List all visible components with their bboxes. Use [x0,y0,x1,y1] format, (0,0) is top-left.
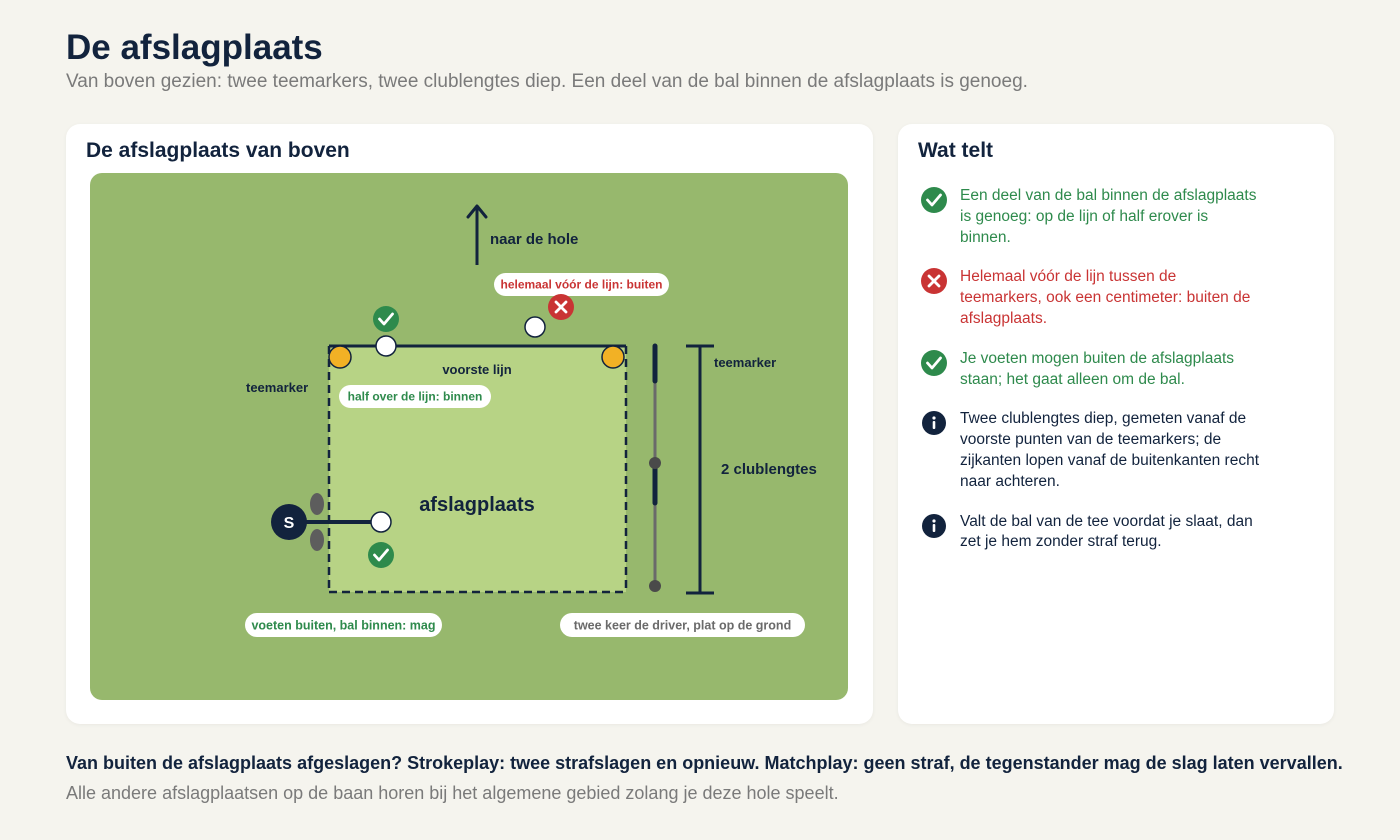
half-over-pill [339,385,491,408]
front-line-out-label: helemaal vóór de lijn: buiten [500,278,662,292]
rule-item: Valt de bal van de tee voordat je slaat,… [918,512,1318,554]
depth-label: 2 clublengtes [721,461,817,478]
cross-icon [548,294,574,320]
front-line-label: voorste lijn [442,362,511,377]
rule-item: Een deel van de bal binnen de afslagplaa… [918,186,1318,248]
player-initial: S [284,515,295,532]
driver-clubs [649,343,661,592]
diagram-title: De afslagplaats van boven [86,139,350,162]
teeing-area-diagram: naar de hole helemaal vóór de lijn: buit… [245,204,817,637]
rule-text: Valt de bal van de tee voordat je slaat,… [960,512,1253,551]
diagram-card: De afslagplaats van boven naar de hole h… [66,124,873,724]
rule-item: Twee clublengtes diep, gemeten vanaf de … [918,409,1318,492]
general-area-note: Alle andere afslagplaatsen op de baan ho… [66,783,839,803]
half-over-label: half over de lijn: binnen [348,390,483,404]
info-icon [922,513,946,538]
check-icon [368,542,394,568]
ball-inside [370,511,392,533]
info-icon [922,411,946,436]
check-icon [373,306,399,332]
check-icon [921,187,947,213]
player-foot-top [310,493,324,515]
direction-arrow [466,204,488,265]
feet-outside-label: voeten buiten, bal binnen: mag [251,619,435,633]
page-title: De afslagplaats [66,28,323,67]
teemarker-right-label: teemarker [714,355,776,370]
player-foot-bottom [310,529,324,551]
ball-in-front [524,316,546,338]
penalty-note: Van buiten de afslagplaats afgeslagen? S… [66,753,1343,773]
tee-marker-left [328,345,352,369]
rule-text: Helemaal vóór de lijn tussen de teemarke… [960,268,1251,327]
front-line-out-pill [494,273,669,296]
page-subtitle: Van boven gezien: twee teemarkers, twee … [66,71,1028,92]
driver-twice-label: twee keer de driver, plat op de grond [574,619,791,633]
rule-text: Een deel van de bal binnen de afslagplaa… [960,187,1257,246]
cross-icon [921,268,947,295]
ball-on-line [375,335,397,357]
direction-label: naar de hole [490,231,578,248]
check-icon [921,349,947,376]
rules-card: Wat telt Een deel van de bal binnen de a… [898,124,1334,724]
rule-item: Je voeten mogen buiten de afslagplaats s… [918,349,1318,391]
feet-outside-pill [245,613,442,637]
rule-item: Helemaal vóór de lijn tussen de teemarke… [918,267,1318,329]
teeing-area-label: afslagplaats [419,494,535,516]
driver-twice-pill [560,613,805,637]
diagram-field: naar de hole helemaal vóór de lijn: buit… [90,173,848,700]
player-avatar [271,504,307,540]
rules-list: Een deel van de bal binnen de afslagplaa… [918,186,1318,572]
rules-title: Wat telt [918,139,994,162]
tee-marker-right [601,345,625,369]
depth-dimension [686,344,714,595]
teemarker-left-label: teemarker [246,380,308,395]
rule-text: Twee clublengtes diep, gemeten vanaf de … [960,410,1260,490]
rule-text: Je voeten mogen buiten de afslagplaats s… [960,349,1235,388]
